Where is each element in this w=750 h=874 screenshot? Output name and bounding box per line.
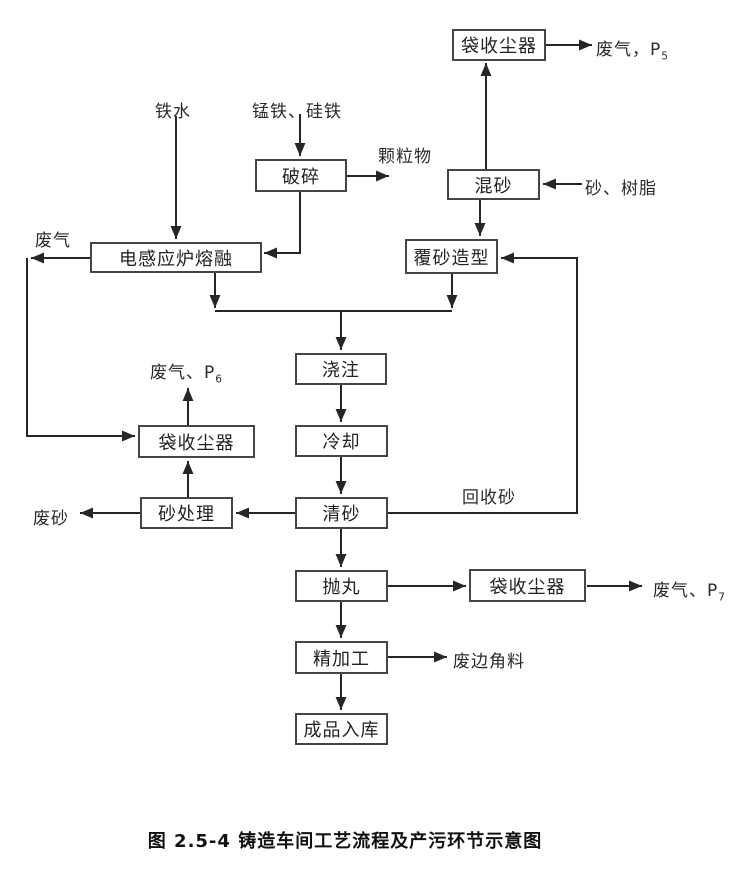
recycled-sand-label: 回收砂 xyxy=(462,488,516,508)
molten-iron-label: 铁水 xyxy=(155,102,191,122)
p6-subscript: 6 xyxy=(215,373,222,386)
waste-gas-p7-label: 废气、P7 xyxy=(653,576,725,603)
connector-crushing-to-furnace xyxy=(264,192,301,259)
box-dust-collector-bottom: 袋收尘器 xyxy=(469,569,586,602)
waste-gas-left-label: 废气 xyxy=(35,231,71,251)
box-sand-treatment: 砂处理 xyxy=(140,497,233,529)
p7-subscript: 7 xyxy=(718,591,725,604)
waste-gas-p5-text: 废气，P xyxy=(596,40,662,60)
p5-subscript: 5 xyxy=(661,50,668,63)
box-sand-molding: 覆砂造型 xyxy=(405,239,498,274)
box-sand-cleaning: 清砂 xyxy=(295,497,388,529)
box-finishing: 精加工 xyxy=(295,641,388,674)
figure-caption: 图 2.5-4 铸造车间工艺流程及产污环节示意图 xyxy=(147,831,543,852)
box-shot-blasting: 抛丸 xyxy=(295,570,388,602)
box-warehouse: 成品入库 xyxy=(295,713,388,745)
box-induction-furnace: 电感应炉熔融 xyxy=(90,242,262,273)
box-dust-collector-top: 袋收尘器 xyxy=(452,29,546,61)
waste-gas-p7-text: 废气、P xyxy=(653,581,719,601)
box-crushing: 破碎 xyxy=(255,159,347,192)
waste-gas-p6-label: 废气、P6 xyxy=(150,358,222,385)
connector-recycled-sand-loop xyxy=(388,252,578,514)
connector-waste-gas-to-dust-collector-left xyxy=(26,258,135,442)
waste-gas-p5-label: 废气，P5 xyxy=(596,35,668,62)
particulates-label: 颗粒物 xyxy=(378,147,432,167)
sand-resin-label: 砂、树脂 xyxy=(585,179,657,199)
box-sand-mixing: 混砂 xyxy=(447,169,540,200)
box-cooling: 冷却 xyxy=(295,425,388,457)
waste-sand-label: 废砂 xyxy=(33,509,69,529)
box-pouring: 浇注 xyxy=(295,353,387,385)
waste-gas-p6-text: 废气、P xyxy=(150,363,216,383)
waste-scrap-label: 废边角料 xyxy=(453,652,525,672)
ferroalloys-label: 锰铁、硅铁 xyxy=(252,102,342,122)
box-dust-collector-left: 袋收尘器 xyxy=(138,425,255,458)
